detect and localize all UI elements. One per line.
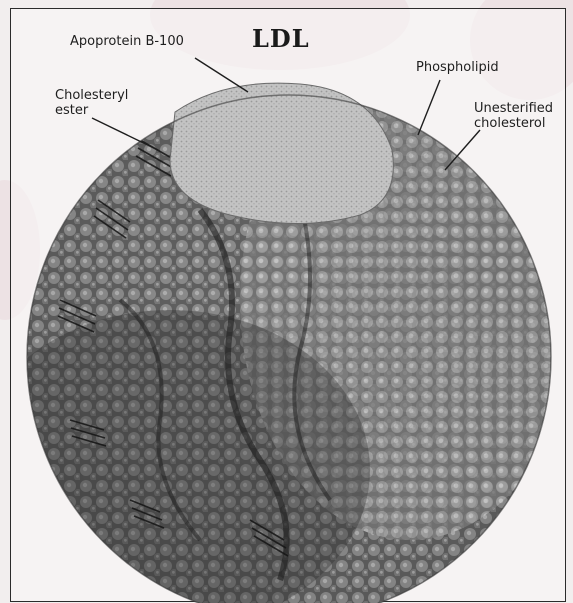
label-unesterified-line1: Unesterified [474,101,553,116]
label-cholesteryl-ester: Cholesteryl ester [55,88,128,118]
label-apoprotein: Apoprotein B-100 [70,34,184,49]
cholesteryl-leader [92,118,158,150]
label-unesterified-cholesterol: Unesterified cholesterol [474,101,553,131]
diagram-title: LDL [252,24,310,53]
label-cholesteryl-line1: Cholesteryl [55,88,128,103]
apoprotein-leader [195,58,248,92]
label-cholesteryl-line2: ester [55,103,128,118]
label-phospholipid: Phospholipid [416,60,499,75]
phospholipid-leader [418,80,440,135]
label-unesterified-line2: cholesterol [474,116,553,131]
